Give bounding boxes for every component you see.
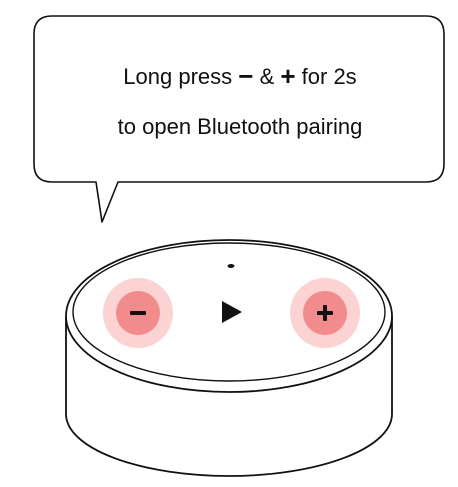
instruction-line-2: to open Bluetooth pairing [117,114,363,139]
volume-up-button[interactable] [290,278,360,348]
indicator-light [227,264,235,268]
speech-bubble [33,15,445,223]
plus-icon [317,305,333,321]
minus-icon [130,311,146,315]
instruction-text-suffix: for 2s [295,64,357,89]
minus-symbol: − [238,61,254,91]
instruction-text-prefix: Long press [123,64,239,89]
volume-down-button[interactable] [103,278,173,348]
play-icon [222,301,242,323]
ampersand-text: & [253,64,281,89]
plus-symbol: + [280,61,296,91]
instruction-line-1: Long press − & + for 2s [36,62,444,90]
play-pause-button[interactable] [222,301,242,323]
